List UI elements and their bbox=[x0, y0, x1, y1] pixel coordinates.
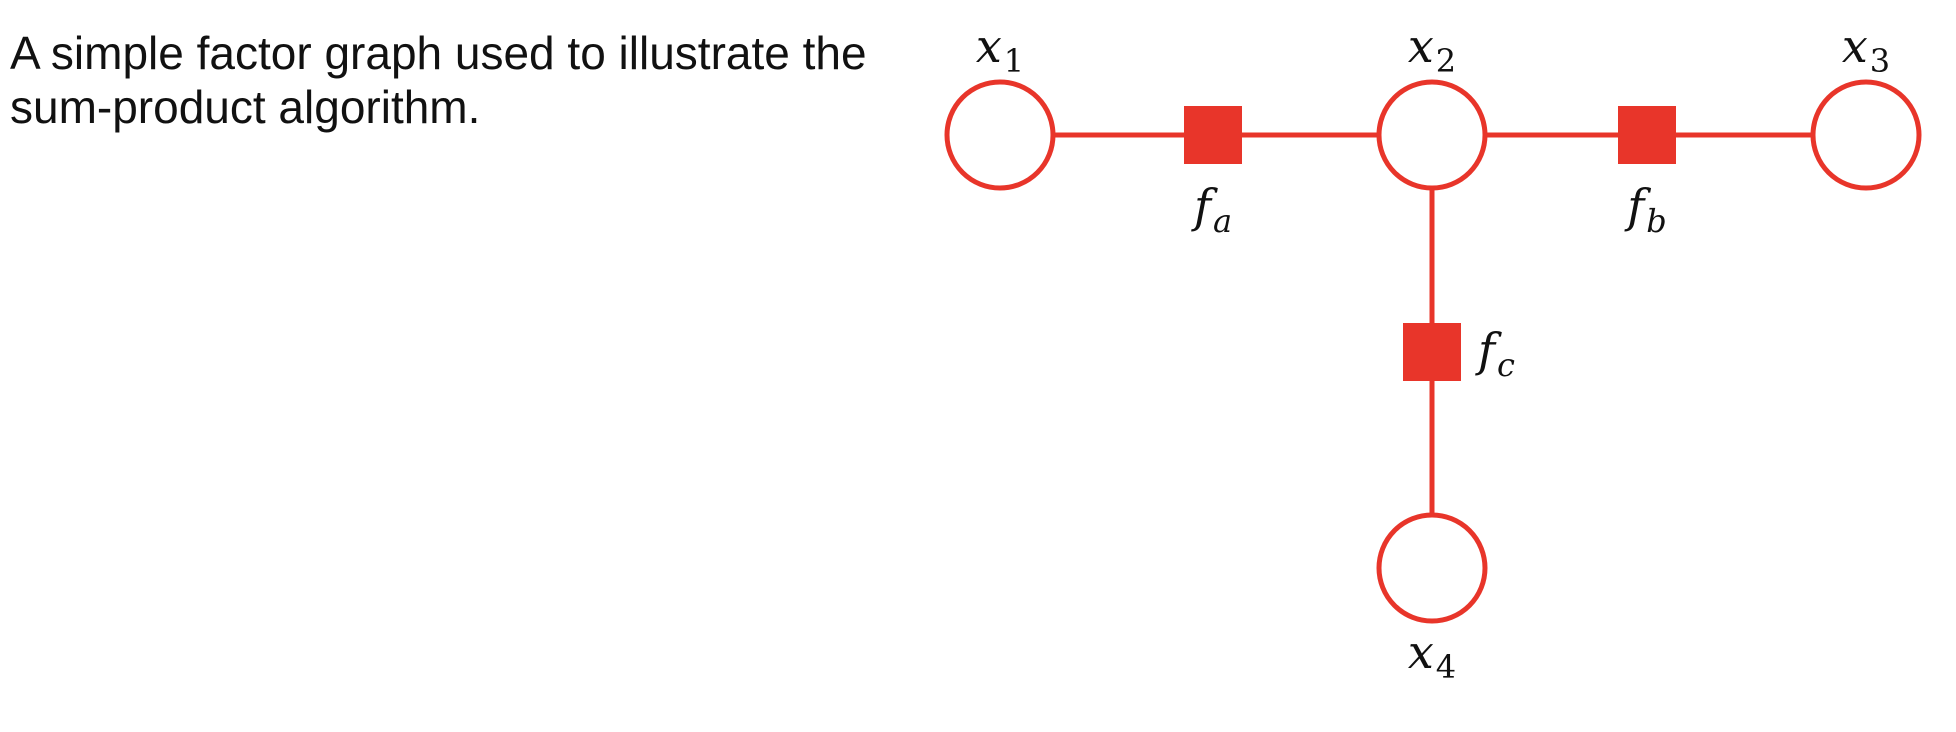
variable-node-x1 bbox=[944, 79, 1056, 191]
labels: x1 x2 x3 x4 fa fb fc bbox=[976, 19, 1890, 686]
label-x3: x3 bbox=[1842, 19, 1890, 80]
label-fc: fc bbox=[1475, 323, 1515, 384]
label-x4: x4 bbox=[1408, 625, 1456, 686]
variable-node-x3 bbox=[1810, 79, 1922, 191]
variable-node-x4 bbox=[1376, 512, 1488, 624]
factor-node-fb bbox=[1618, 106, 1676, 164]
label-fa: fa bbox=[1191, 179, 1232, 240]
caption-line-2: sum-product algorithm. bbox=[10, 81, 481, 133]
factor-node-fc bbox=[1403, 323, 1461, 381]
variable-node-x2 bbox=[1376, 79, 1488, 191]
nodes bbox=[944, 79, 1922, 624]
caption-line-1: A simple factor graph used to illustrate… bbox=[10, 27, 867, 79]
figure-caption: A simple factor graph used to illustrate… bbox=[10, 26, 910, 134]
label-fb: fb bbox=[1624, 179, 1667, 240]
label-x2: x2 bbox=[1408, 19, 1456, 80]
factor-node-fa bbox=[1184, 106, 1242, 164]
label-x1: x1 bbox=[976, 19, 1024, 80]
